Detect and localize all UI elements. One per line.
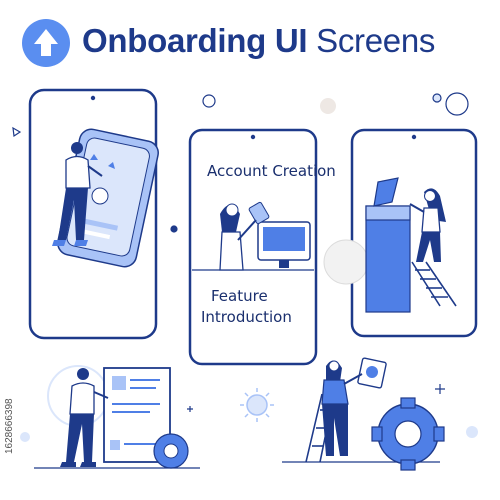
account-creation-label: Account Creation — [207, 162, 336, 180]
page-title-regular: Screens — [316, 22, 436, 59]
feature-introduction-label-line1: Feature — [211, 287, 268, 305]
phone-screen-2 — [188, 128, 318, 366]
feature-introduction-label-line2: Introduction — [201, 308, 292, 326]
monitor-illustration — [257, 221, 311, 268]
decorative-shapes — [12, 92, 478, 442]
man-board-illustration — [34, 365, 200, 469]
phone-screen-1 — [28, 88, 159, 340]
gear-icon — [153, 433, 189, 469]
page-title: Onboarding UI Screens — [82, 22, 435, 60]
woman-tablet-illustration — [219, 201, 270, 271]
stock-id: 1628666398 — [4, 398, 15, 454]
person-illustration — [52, 142, 103, 246]
ladder-illustration — [411, 261, 457, 307]
sparkle-icon — [187, 384, 445, 412]
phone-screen-3 — [323, 128, 478, 338]
sun-icon — [240, 388, 274, 422]
large-gear-icon — [371, 397, 445, 471]
page-title-bold: Onboarding UI — [82, 22, 308, 59]
flag-icon — [373, 177, 399, 207]
woman-ladder-illustration — [282, 357, 440, 463]
wall-block-illustration — [365, 205, 411, 313]
logo-icon — [22, 19, 70, 67]
woman-climbing-illustration — [409, 188, 446, 262]
